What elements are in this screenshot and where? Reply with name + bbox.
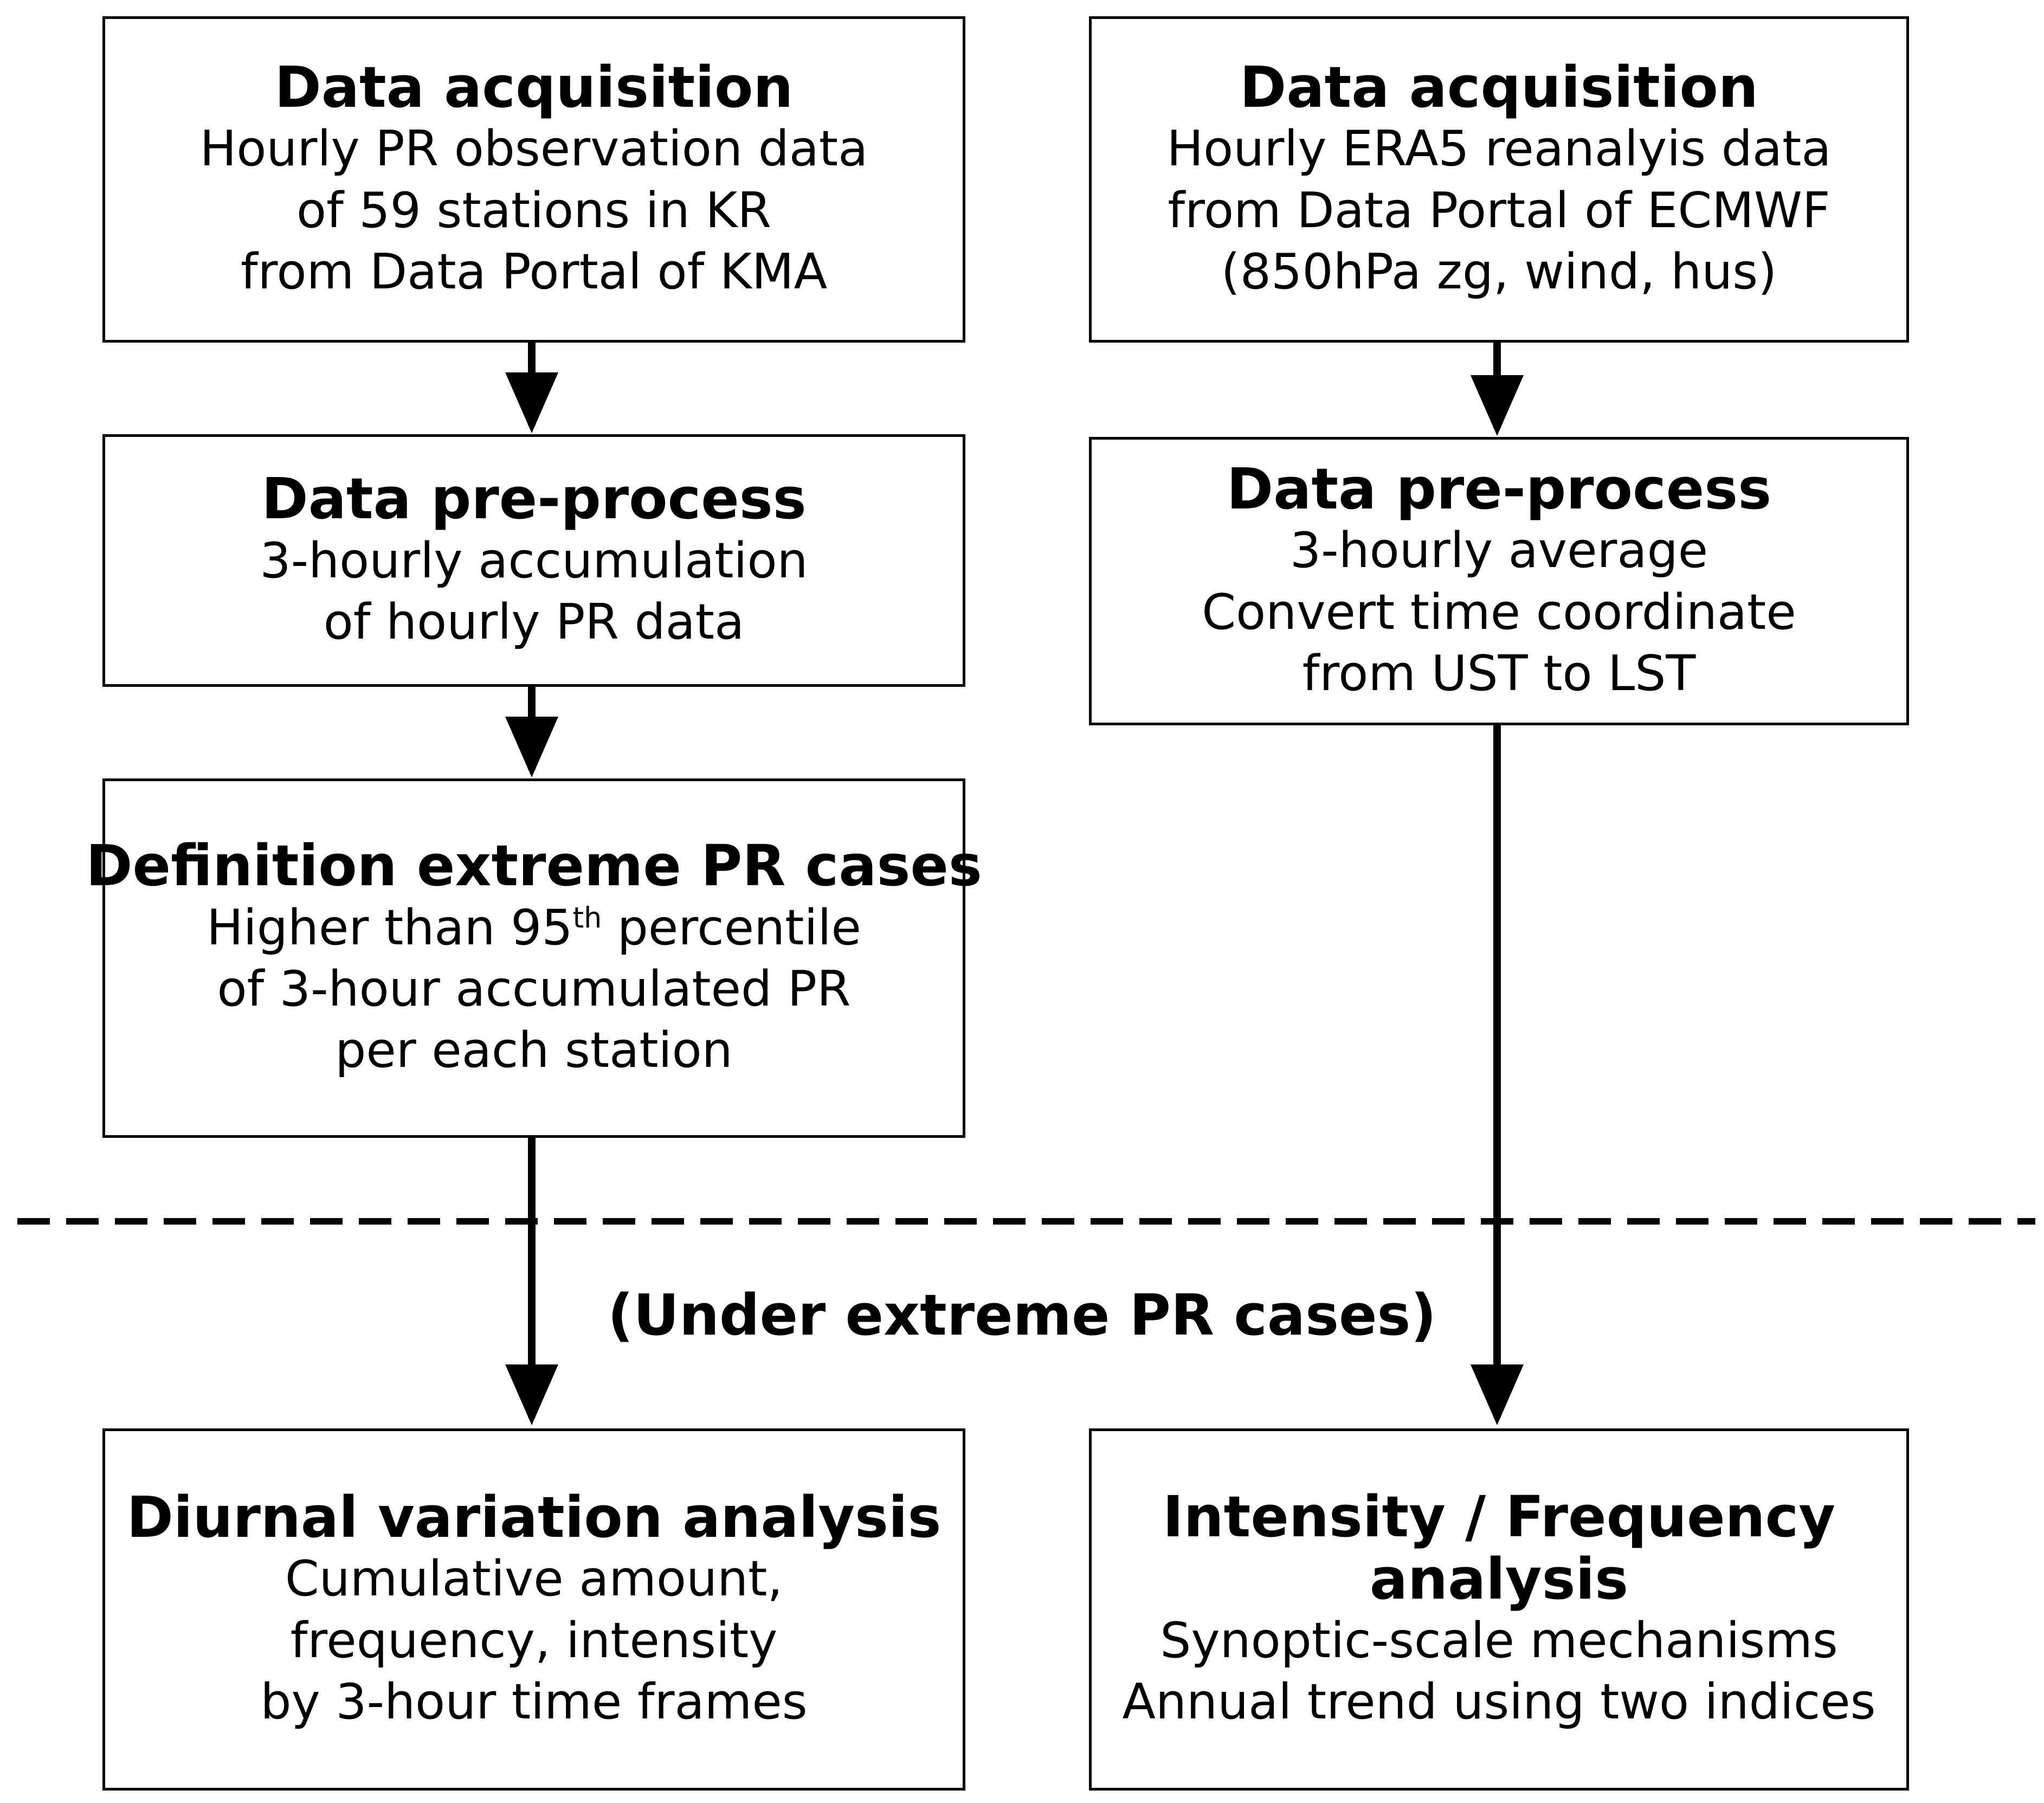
- box-text-line: from Data Portal of KMA: [240, 243, 828, 300]
- box-text-line: of 3-hour accumulated PR: [217, 961, 851, 1018]
- box-left-diurnal-variation: Diurnal variation analysis Cumulative am…: [102, 1428, 965, 1791]
- box-text-line: Cumulative amount,: [285, 1550, 783, 1608]
- box-title: Data acquisition: [1240, 54, 1758, 120]
- box-text-line: from UST to LST: [1302, 645, 1696, 702]
- box-left-data-acquisition: Data acquisition Hourly PR observation d…: [102, 16, 965, 343]
- percentile-text-after: percentile: [602, 899, 861, 956]
- box-left-definition-extreme-pr: Definition extreme PR cases Higher than …: [86, 778, 982, 1138]
- box-text-line: Hourly ERA5 reanalyis data: [1166, 120, 1832, 178]
- box-text-line: by 3-hour time frames: [260, 1673, 808, 1730]
- box-text-line: per each station: [335, 1022, 733, 1079]
- box-text-line: Hourly PR observation data: [199, 120, 868, 178]
- box-right-intensity-frequency: Intensity / Frequency analysis Synoptic-…: [1089, 1428, 1909, 1791]
- box-text-line: from Data Portal of ECMWF: [1168, 182, 1830, 239]
- box-text-line-percentile: Higher than 95th percentile: [207, 897, 861, 958]
- percentile-text-before: Higher than 95: [207, 899, 573, 956]
- box-title-line: Intensity / Frequency: [1162, 1484, 1836, 1550]
- box-text-line: 3-hourly average: [1289, 522, 1708, 579]
- box-text-line: (850hPa zg, wind, hus): [1221, 243, 1777, 300]
- box-title: Intensity / Frequency analysis: [1163, 1486, 1835, 1610]
- box-text-line: Convert time coordinate: [1202, 583, 1796, 641]
- box-right-data-acquisition: Data acquisition Hourly ERA5 reanalyis d…: [1089, 16, 1909, 343]
- box-right-data-preprocess: Data pre-process 3-hourly average Conver…: [1089, 437, 1909, 725]
- box-title: Definition extreme PR cases: [86, 833, 982, 899]
- box-text-line: Annual trend using two indices: [1122, 1673, 1876, 1731]
- box-text-line: frequency, intensity: [290, 1612, 778, 1669]
- box-text-line: Synoptic-scale mechanisms: [1160, 1612, 1838, 1669]
- box-title: Data pre-process: [1226, 455, 1772, 522]
- divider-note: (Under extreme PR cases): [608, 1282, 1436, 1348]
- box-title: Data acquisition: [274, 54, 794, 120]
- box-title: Data pre-process: [261, 466, 807, 532]
- box-text-line: 3-hourly accumulation: [260, 532, 808, 589]
- box-text-line: of 59 stations in KR: [296, 182, 771, 239]
- ordinal-superscript: th: [572, 901, 602, 935]
- box-text-line: of hourly PR data: [323, 594, 745, 651]
- box-title-line: analysis: [1369, 1546, 1629, 1612]
- box-left-data-preprocess: Data pre-process 3-hourly accumulation o…: [102, 434, 965, 687]
- box-title: Diurnal variation analysis: [126, 1484, 942, 1550]
